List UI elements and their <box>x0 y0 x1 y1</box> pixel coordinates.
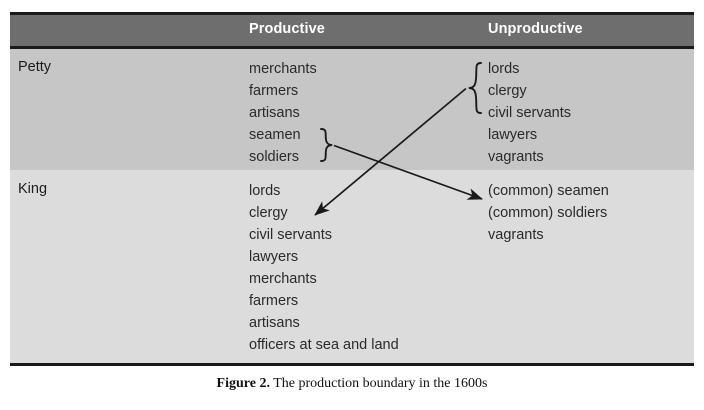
column-header-unproductive: Unproductive <box>488 21 583 37</box>
list-item: merchants <box>249 61 317 77</box>
list-item: vagrants <box>488 227 544 243</box>
list-item: artisans <box>249 105 300 121</box>
figure-caption-label: Figure 2. <box>216 376 270 391</box>
list-item: farmers <box>249 83 299 99</box>
list-item: farmers <box>249 293 299 309</box>
list-item: seamen <box>249 127 301 143</box>
cell-king-productive: lords clergy civil servants lawyers merc… <box>249 180 399 356</box>
figure-caption-text: The production boundary in the 1600s <box>269 376 488 391</box>
row-label-king: King <box>18 181 48 197</box>
cell-petty-productive: merchants farmers artisans seamen soldie… <box>249 58 317 168</box>
list-item: merchants <box>249 271 317 287</box>
table-top-rule <box>10 12 694 15</box>
list-item: lawyers <box>249 249 299 265</box>
list-item: lords <box>249 183 281 199</box>
table-header-band <box>10 15 694 46</box>
cell-king-unproductive: (common) seamen (common) soldiers vagran… <box>488 180 609 246</box>
list-item: clergy <box>249 205 288 221</box>
list-item: civil servants <box>488 105 571 121</box>
list-item: soldiers <box>249 149 299 165</box>
table-bottom-rule <box>10 363 694 366</box>
table-header-rule <box>10 46 694 49</box>
list-item: lords <box>488 61 520 77</box>
list-item: officers at sea and land <box>249 337 399 353</box>
production-boundary-table: Productive Unproductive Petty merchants … <box>10 12 694 366</box>
list-item: civil servants <box>249 227 332 243</box>
list-item: lawyers <box>488 127 538 143</box>
list-item: artisans <box>249 315 300 331</box>
list-item: clergy <box>488 83 527 99</box>
table-row-band-petty <box>10 49 694 170</box>
list-item: (common) seamen <box>488 183 609 199</box>
figure-caption: Figure 2. The production boundary in the… <box>0 376 704 392</box>
list-item: (common) soldiers <box>488 205 608 221</box>
row-label-petty: Petty <box>18 59 52 75</box>
list-item: vagrants <box>488 149 544 165</box>
column-header-productive: Productive <box>249 21 325 37</box>
cell-petty-unproductive: lords clergy civil servants lawyers vagr… <box>488 58 571 168</box>
